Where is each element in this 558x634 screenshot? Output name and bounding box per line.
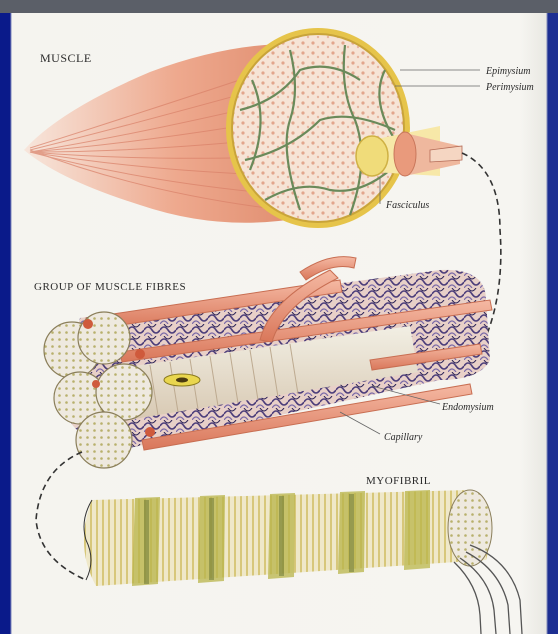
label-myofibril: MYOFIBRIL	[366, 475, 431, 487]
label-fasciculus: Fasciculus	[385, 200, 429, 211]
label-group-of-muscle-fibres: GROUP OF MUSCLE FIBRES	[34, 281, 186, 293]
label-endomysium: Endomysium	[441, 402, 494, 413]
label-perimysium: Perimysium	[485, 82, 534, 93]
label-muscle: MUSCLE	[40, 51, 92, 65]
myofibril-illustration	[84, 490, 522, 634]
label-epimysium: Epimysium	[485, 66, 530, 77]
label-capillary: Capillary	[384, 432, 423, 443]
